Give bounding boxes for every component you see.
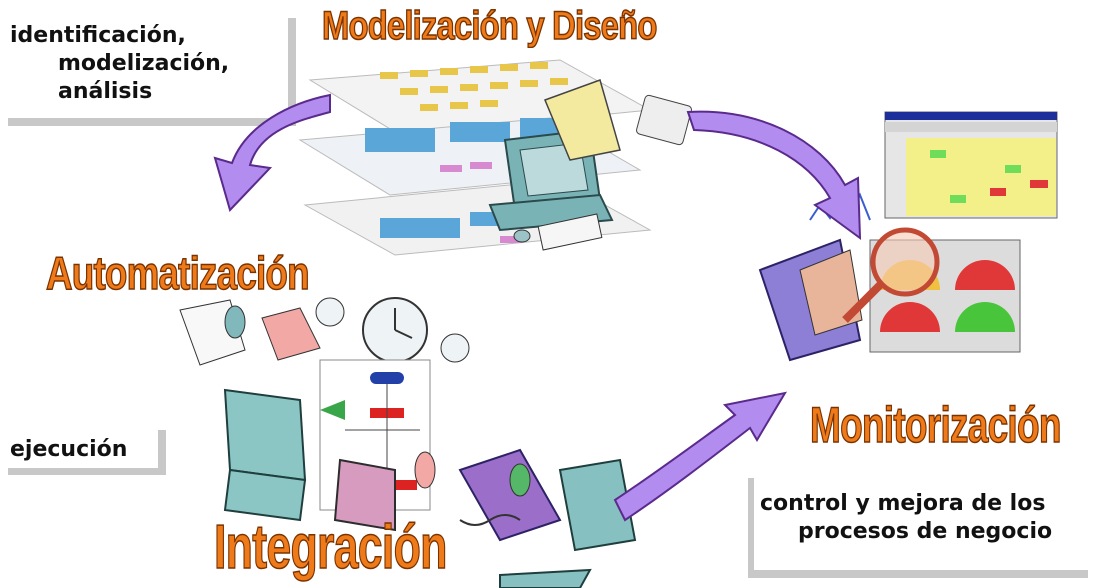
clocks-papers-icon <box>179 297 470 366</box>
monitoring-title: Monitorización <box>809 396 1062 454</box>
design-note-line-3: análisis <box>58 79 153 104</box>
integration-title: Integración <box>213 512 447 583</box>
design-note-line-2: modelización, <box>58 51 230 76</box>
monitoring-note-line-1: control y mejora de los <box>760 491 1046 516</box>
exec-box-shadow-right <box>158 430 166 474</box>
cycle-arrow-icon <box>213 93 862 522</box>
automation-note-line-1: ejecución <box>10 437 128 462</box>
arrow-integration-to-monitoring <box>613 391 788 522</box>
arrow-monitoring-to-design <box>686 110 862 241</box>
note-box-shadow-right <box>288 18 296 126</box>
networked-computers-icon <box>223 388 637 588</box>
arrow-design-to-automation <box>213 93 331 212</box>
magnifier-computer-icon <box>758 227 940 362</box>
monitor-box-shadow-left <box>748 478 754 578</box>
computer-figure-icon <box>488 79 692 251</box>
monitoring-note-line-2: procesos de negocio <box>798 519 1053 544</box>
note-box-shadow-bottom <box>8 118 296 126</box>
monitor-box-shadow-bottom <box>748 570 1088 578</box>
design-note: identificación, modelización, análisis <box>10 22 229 106</box>
automation-title: Automatización <box>45 246 310 300</box>
design-note-line-1: identificación, <box>10 23 186 48</box>
automation-note: ejecución <box>10 436 127 464</box>
monitoring-note: control y mejora de los procesos de nego… <box>760 490 1052 546</box>
exec-box-shadow-bottom <box>8 468 166 475</box>
design-title: Modelización y Diseño <box>321 3 658 49</box>
